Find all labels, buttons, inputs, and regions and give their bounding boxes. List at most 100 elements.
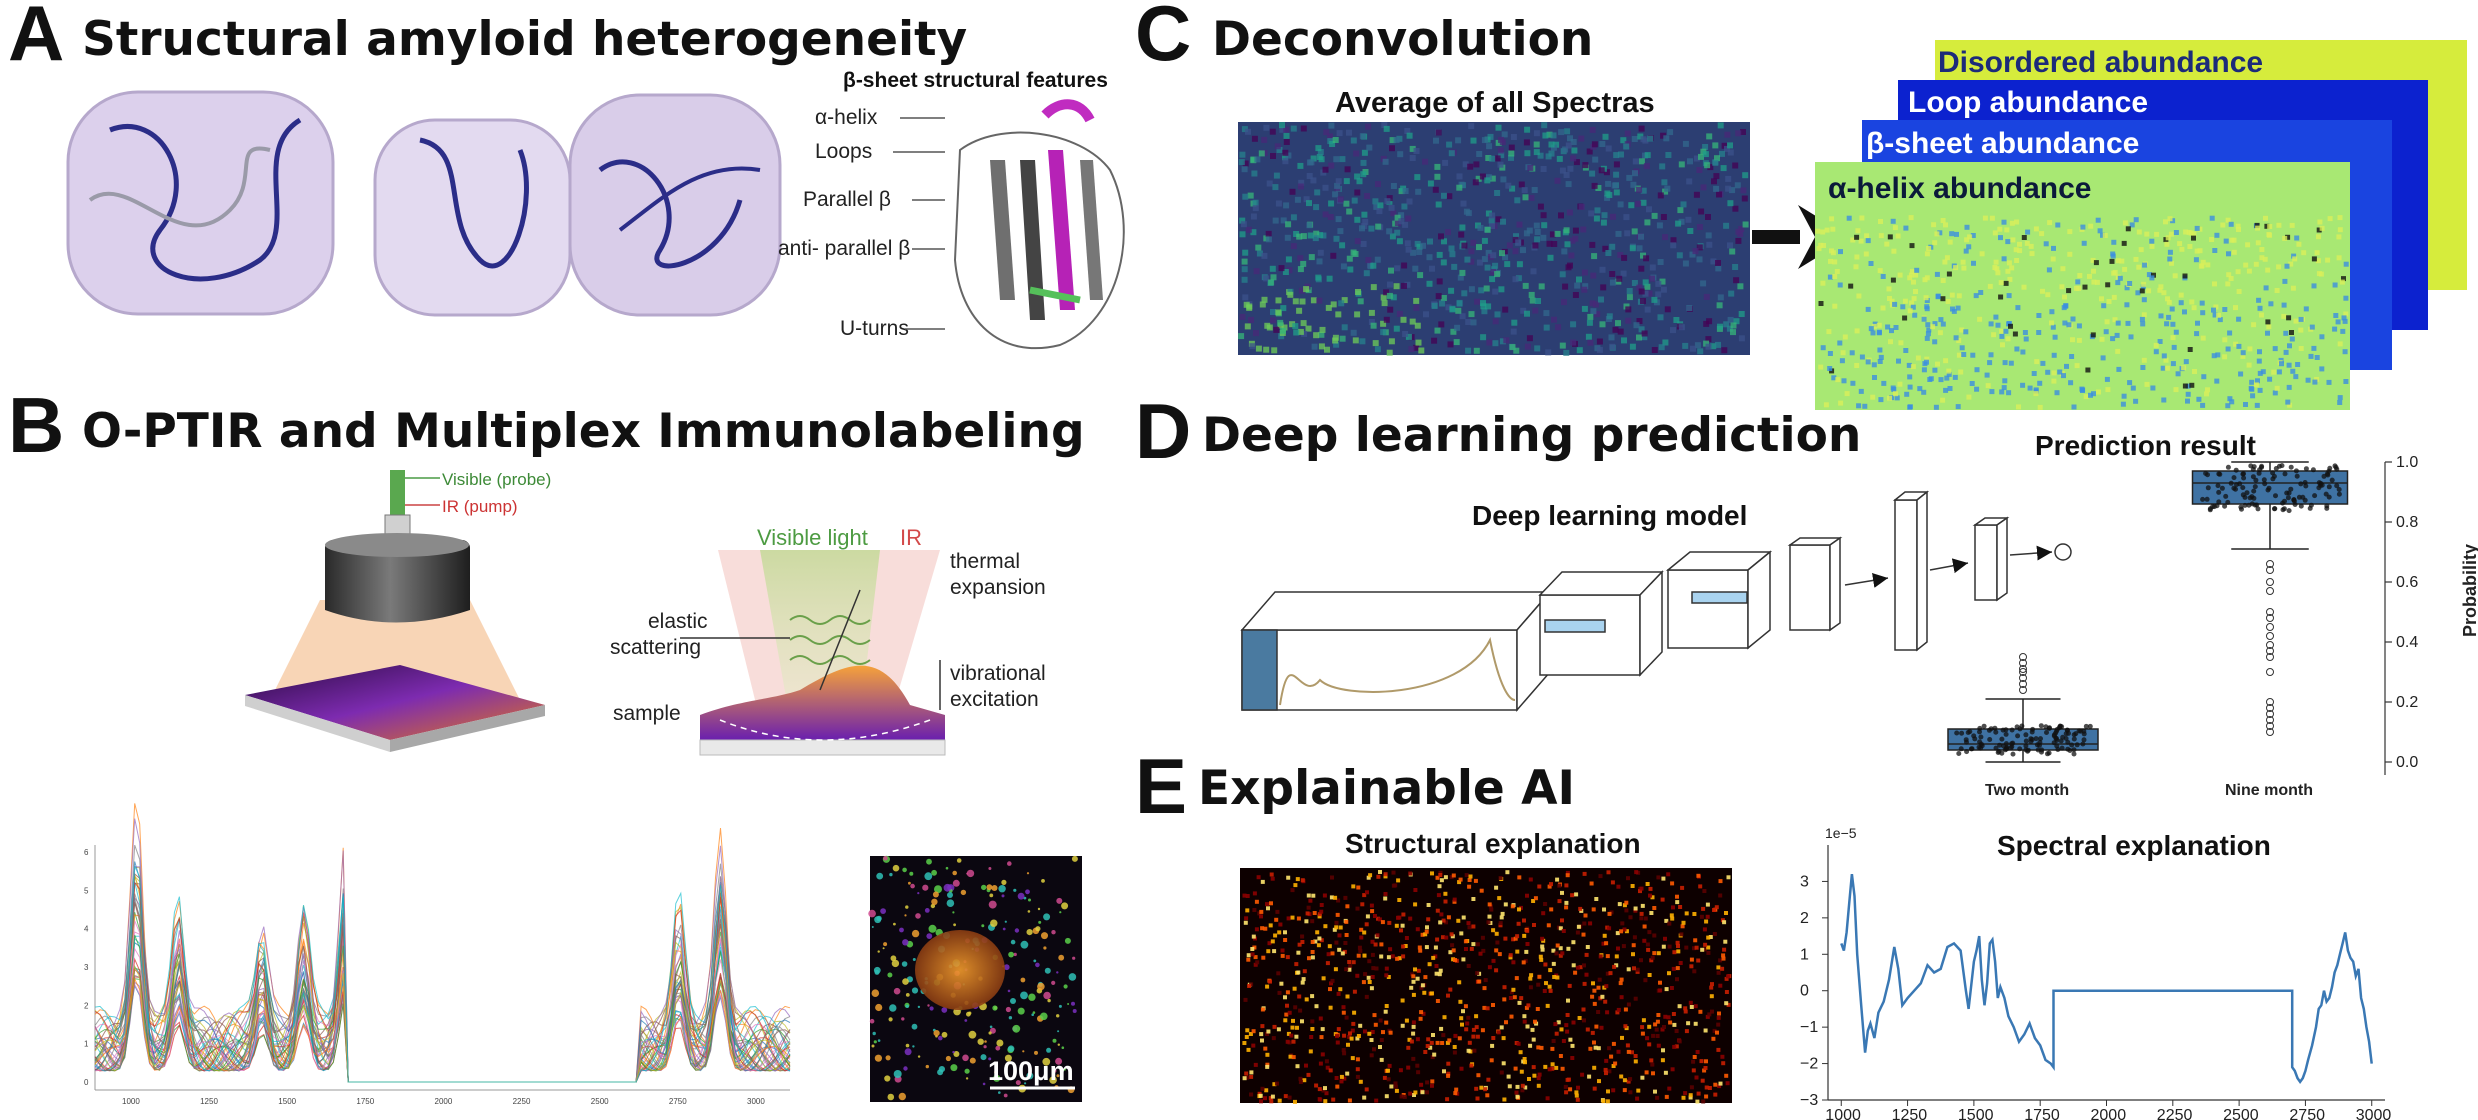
speckle <box>1926 246 1932 251</box>
noise-pixel <box>1502 254 1509 261</box>
speckle <box>2008 360 2014 366</box>
heat-pixel <box>1339 1079 1344 1084</box>
heat-pixel <box>1672 1022 1677 1027</box>
noise-pixel <box>1613 152 1620 159</box>
speckle <box>874 916 882 924</box>
heat-pixel <box>1453 1091 1458 1096</box>
heat-pixel <box>1519 1069 1524 1074</box>
heat-pixel <box>1565 1013 1570 1017</box>
heat-pixel <box>1692 946 1696 951</box>
speckle <box>2017 241 2022 247</box>
speckle <box>2268 301 2274 307</box>
noise-pixel <box>1523 139 1530 146</box>
boxplot-swarm-point <box>2327 465 2333 471</box>
heat-pixel <box>1304 1063 1308 1068</box>
heat-pixel <box>1415 927 1420 932</box>
speckle <box>2014 346 2020 352</box>
heat-pixel <box>1445 1040 1450 1045</box>
speckle <box>2183 359 2189 365</box>
speckle <box>1848 283 1854 289</box>
noise-pixel <box>1297 255 1304 262</box>
speckle <box>1835 377 1841 383</box>
spectrum-line <box>94 865 791 1083</box>
heat-pixel <box>1465 1021 1470 1026</box>
heat-pixel <box>1384 1004 1389 1008</box>
heat-pixel <box>1548 988 1553 993</box>
heat-pixel <box>1365 914 1370 919</box>
speckle <box>898 1092 906 1101</box>
heat-pixel <box>1446 915 1451 920</box>
heat-pixel <box>1521 960 1526 965</box>
speckle <box>2115 280 2121 286</box>
heat-pixel <box>1497 952 1502 957</box>
noise-pixel <box>1406 132 1413 139</box>
spectra-x-tick: 2000 <box>435 1097 453 1106</box>
speckle <box>1046 1047 1052 1053</box>
noise-pixel <box>1596 346 1603 353</box>
speckle <box>2142 262 2148 268</box>
noise-pixel <box>1456 173 1463 180</box>
boxplot-swarm-point <box>2252 502 2258 508</box>
speckle <box>2318 271 2324 277</box>
heat-pixel <box>1527 1077 1531 1081</box>
heat-pixel <box>1351 884 1356 889</box>
noise-pixel <box>1687 158 1693 165</box>
speckle <box>1049 1076 1057 1084</box>
heat-pixel <box>1319 903 1324 907</box>
noise-pixel <box>1480 334 1487 341</box>
speckle <box>1859 354 1865 360</box>
heat-pixel <box>1466 1048 1471 1053</box>
heat-pixel <box>1358 1079 1363 1084</box>
boxplot-swarm-point <box>2065 739 2071 745</box>
heat-pixel <box>1379 1057 1384 1062</box>
noise-pixel <box>1258 150 1265 157</box>
speckle <box>2133 398 2139 404</box>
speckle <box>2196 396 2202 402</box>
noise-pixel <box>1394 214 1401 221</box>
noise-pixel <box>1562 283 1569 290</box>
heat-pixel <box>1582 981 1587 986</box>
noise-pixel <box>1362 218 1369 225</box>
heat-pixel <box>1291 1018 1295 1023</box>
speckle <box>952 879 960 887</box>
heat-pixel <box>1528 1043 1533 1048</box>
speckle <box>2251 322 2257 328</box>
speckle <box>2287 343 2292 349</box>
heat-pixel <box>1626 967 1631 972</box>
heat-pixel <box>1549 907 1554 912</box>
speckle <box>2235 223 2241 229</box>
noise-pixel <box>1470 319 1477 326</box>
noise-pixel <box>1537 203 1544 210</box>
noise-pixel <box>1742 172 1749 179</box>
noise-pixel <box>1350 249 1357 256</box>
noise-pixel <box>1370 262 1377 269</box>
noise-pixel <box>1587 313 1594 320</box>
noise-pixel <box>1460 200 1467 207</box>
noise-pixel <box>1283 126 1290 133</box>
heat-pixel <box>1715 1030 1719 1035</box>
heat-pixel <box>1721 953 1726 958</box>
speckle <box>2163 219 2168 225</box>
heat-pixel <box>1707 1086 1712 1090</box>
noise-pixel <box>1405 215 1412 222</box>
speckle <box>1997 226 2003 232</box>
structural-explanation-label: Structural explanation <box>1345 828 1641 859</box>
noise-pixel <box>1690 345 1696 352</box>
noise-pixel <box>1578 203 1585 210</box>
noise-pixel <box>1405 333 1412 340</box>
spectra-x-tick: 1000 <box>122 1097 140 1106</box>
speckle <box>1024 1082 1027 1085</box>
speckle <box>1926 327 1932 333</box>
noise-pixel <box>1278 333 1285 340</box>
boxplot-category-nine-month: Nine month <box>2225 782 2313 799</box>
heat-pixel <box>1635 967 1640 972</box>
speckle <box>1995 270 2001 276</box>
noise-pixel <box>1438 233 1444 240</box>
boxplot-swarm-point <box>2081 737 2087 743</box>
speckle <box>2236 227 2241 232</box>
heat-pixel <box>1273 933 1278 938</box>
noise-pixel <box>1265 230 1272 237</box>
noise-pixel <box>1576 347 1583 354</box>
heat-pixel <box>1643 916 1648 921</box>
noise-pixel <box>1464 256 1471 263</box>
